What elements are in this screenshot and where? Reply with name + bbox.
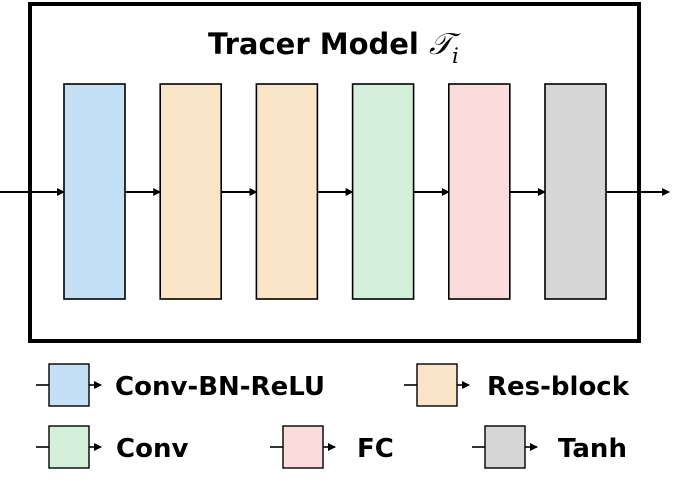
legend-item-tanh: Tanh bbox=[472, 425, 627, 469]
legend-label: Tanh bbox=[558, 434, 627, 464]
legend-label: FC bbox=[357, 434, 394, 464]
legend-swatch bbox=[282, 425, 324, 469]
legend-label: Conv bbox=[116, 434, 188, 464]
legend-swatch bbox=[484, 425, 526, 469]
legend-label: Res-block bbox=[487, 372, 630, 402]
block-conv-bn-relu-1 bbox=[63, 83, 126, 300]
block-tanh-6 bbox=[544, 83, 607, 300]
model-title-subscript: i bbox=[452, 44, 459, 68]
legend-item-res-block: Res-block bbox=[404, 363, 630, 407]
model-title-text: Tracer Model bbox=[208, 27, 429, 61]
block-res-block-3 bbox=[255, 83, 319, 300]
legend-item-conv: Conv bbox=[36, 425, 188, 469]
legend-swatch bbox=[48, 425, 90, 469]
model-frame bbox=[28, 2, 641, 343]
block-res-block-2 bbox=[159, 83, 222, 300]
legend-swatch bbox=[48, 363, 90, 407]
legend-label: Conv-BN-ReLU bbox=[115, 372, 325, 402]
legend-swatch bbox=[416, 363, 458, 407]
legend-item-fc: FC bbox=[270, 425, 394, 469]
pipeline bbox=[0, 83, 670, 300]
block-conv-4 bbox=[351, 83, 415, 300]
model-title: Tracer Model 𝒯i bbox=[208, 27, 461, 68]
legend-item-conv-bn-relu: Conv-BN-ReLU bbox=[36, 363, 325, 407]
block-fc-5 bbox=[447, 83, 511, 300]
